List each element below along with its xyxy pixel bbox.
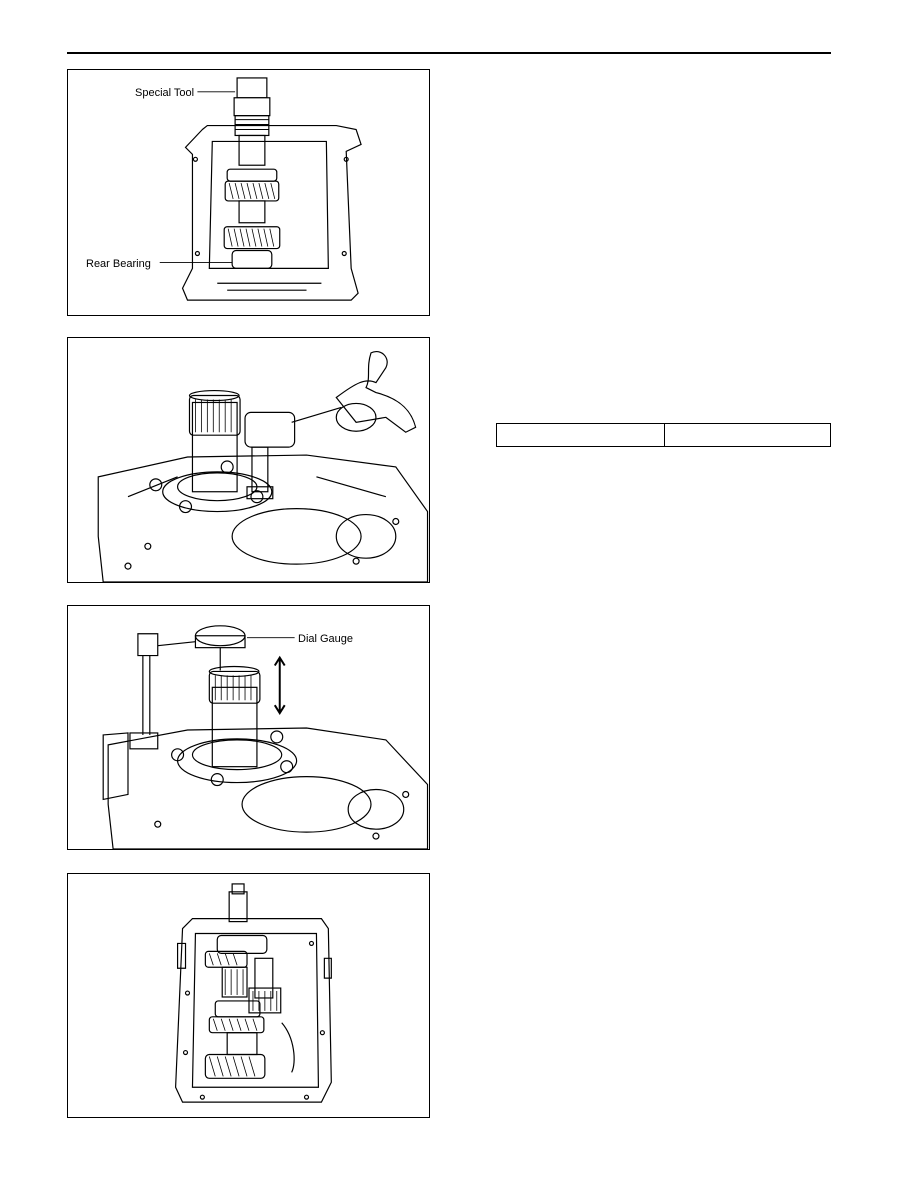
spec-table-cell-label (496, 423, 665, 447)
table-row (496, 423, 831, 447)
callout-rear-bearing: Rear Bearing (86, 258, 151, 270)
callout-special-tool: Special Tool (135, 87, 195, 99)
figure-gear-train-case (67, 873, 430, 1118)
bearing-retainer-illustration (97, 351, 429, 582)
gear-train-illustration (174, 883, 332, 1103)
rear-bearing-illustration (159, 77, 362, 301)
header-rule (67, 52, 831, 54)
figure-dial-gauge-check: Dial Gauge (67, 605, 430, 850)
callout-dial-gauge: Dial Gauge (298, 633, 354, 645)
figure-rear-bearing-removal: Special Tool Rear Bearing (67, 69, 430, 316)
figure-bearing-retainer-bolts (67, 337, 430, 583)
dial-gauge-illustration (102, 625, 429, 849)
spec-table-cell-value (664, 423, 831, 447)
spec-table (496, 423, 831, 447)
